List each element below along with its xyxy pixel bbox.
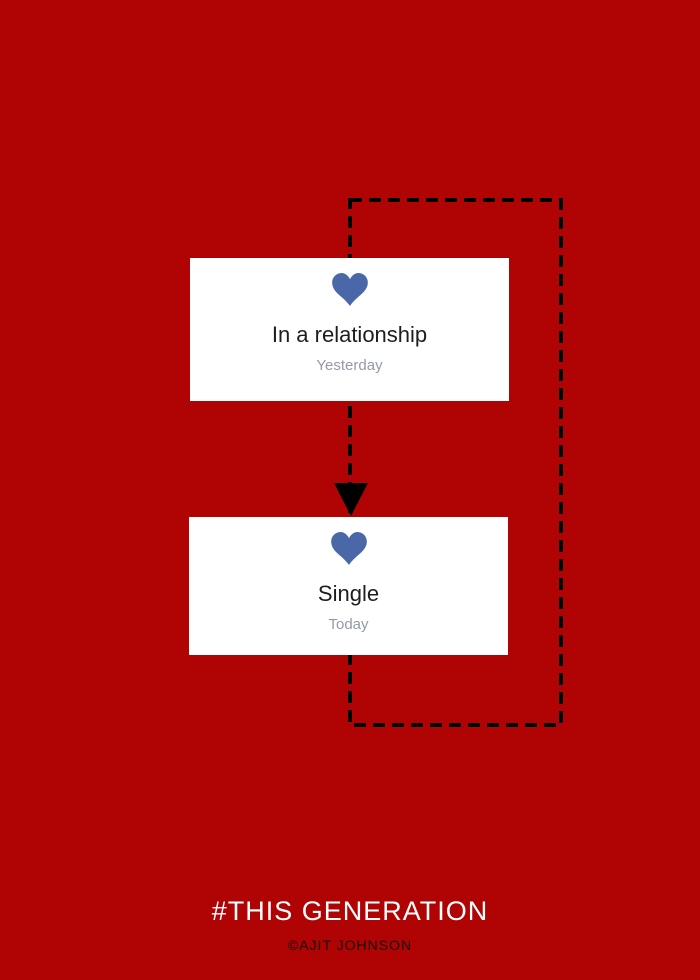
dashed-loop-path	[348, 198, 563, 727]
heart-icon	[330, 532, 367, 565]
hashtag-title: #THIS GENERATION	[211, 896, 489, 926]
heart-shape	[330, 532, 367, 565]
status-card-single: Single Today	[189, 517, 508, 655]
status-card-relationship: In a relationship Yesterday	[190, 258, 509, 401]
time-text-yesterday: Yesterday	[316, 357, 383, 374]
status-text-relationship: In a relationship	[271, 322, 428, 347]
heart-shape	[331, 273, 368, 306]
heart-icon	[331, 273, 368, 306]
time-text-today: Today	[328, 616, 369, 633]
arrow-down-icon	[334, 483, 368, 516]
status-text-single: Single	[317, 581, 380, 606]
credit-text: ©AJIT JOHNSON	[287, 937, 413, 953]
